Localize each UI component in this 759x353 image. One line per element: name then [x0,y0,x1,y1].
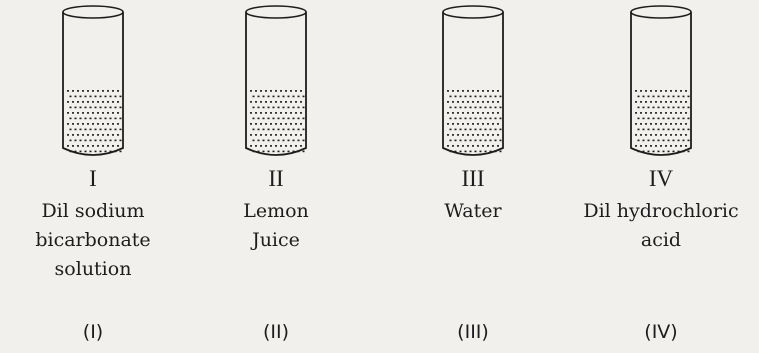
liquid-stipple [447,90,502,153]
test-tube-2 [245,5,307,156]
tube-label: Dil hydrochloric acid [566,197,756,255]
test-tube-4 [630,5,692,156]
tube-body [62,12,124,156]
tube-number: I [89,166,97,191]
option-label: (I) [82,321,104,343]
tube-number: IV [648,166,674,191]
liquid-stipple [250,90,305,153]
option-label: (II) [262,321,290,343]
liquid-stipple [635,90,690,153]
option-label: (III) [457,321,489,343]
liquid-stipple [67,90,122,153]
tube-label-line: Dil sodium [41,200,145,222]
tube-rim [62,5,124,19]
tube-body [630,12,692,156]
tube-rim [630,5,692,19]
test-tube-1 [62,5,124,156]
tube-number: II [268,166,284,191]
tube-label: Water [378,197,568,226]
tube-label-line: acid [640,229,682,251]
tube-body [442,12,504,156]
tube-body [245,12,307,156]
tube-column-1: I Dil sodium bicarbonate solution (I) [0,0,188,353]
tube-label-line: bicarbonate [35,229,151,251]
tube-label: Dil sodium bicarbonate solution [0,197,188,284]
tube-label-line: Juice [252,229,300,251]
tube-number: III [461,166,485,191]
tube-label-line: Dil hydrochloric [583,200,739,222]
test-tube-3 [442,5,504,156]
tube-label-line: Water [444,200,502,222]
tube-label-line: solution [54,258,132,280]
option-label: (IV) [644,321,678,343]
tube-rim [442,5,504,19]
tube-column-4: IV Dil hydrochloric acid (IV) [566,0,756,353]
tube-rim [245,5,307,19]
tube-column-3: III Water (III) [378,0,568,353]
tube-label-line: Lemon [243,200,309,222]
